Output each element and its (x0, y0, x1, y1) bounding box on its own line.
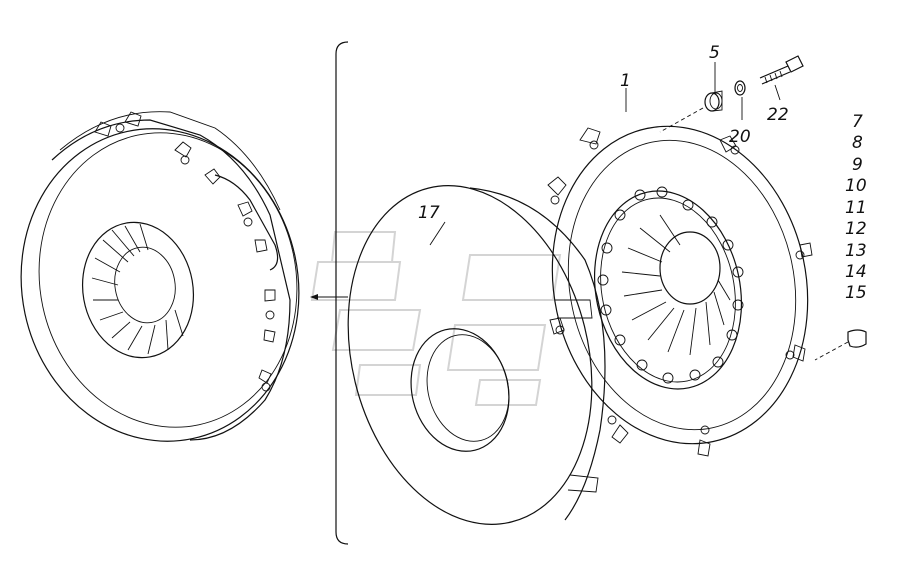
label-part-1: 1 (620, 71, 631, 91)
label-part-13: 13 (845, 241, 867, 261)
part-5-bushing (704, 90, 723, 112)
part-20-washer (734, 80, 746, 96)
label-part-22: 22 (767, 105, 789, 125)
label-part-7: 7 (852, 112, 863, 132)
label-part-9: 9 (852, 155, 863, 175)
pressure-plate-front-view (547, 125, 813, 457)
label-part-5: 5 (709, 43, 720, 63)
leader-lines (429, 62, 849, 361)
label-part-15: 15 (845, 283, 867, 303)
label-part-11: 11 (845, 198, 867, 218)
label-part-8: 8 (852, 133, 863, 153)
part-22-bolt (759, 55, 804, 85)
label-part-20: 20 (729, 127, 751, 147)
group-bracket (335, 41, 349, 545)
part-15-pin (847, 329, 867, 348)
clutch-disc (347, 185, 606, 525)
clutch-cover-rear-view (20, 111, 300, 442)
label-part-12: 12 (845, 219, 867, 239)
label-part-10: 10 (845, 176, 867, 196)
label-part-17: 17 (418, 203, 440, 223)
watermark (310, 231, 562, 406)
label-part-14: 14 (845, 262, 867, 282)
direction-arrow (310, 294, 348, 300)
